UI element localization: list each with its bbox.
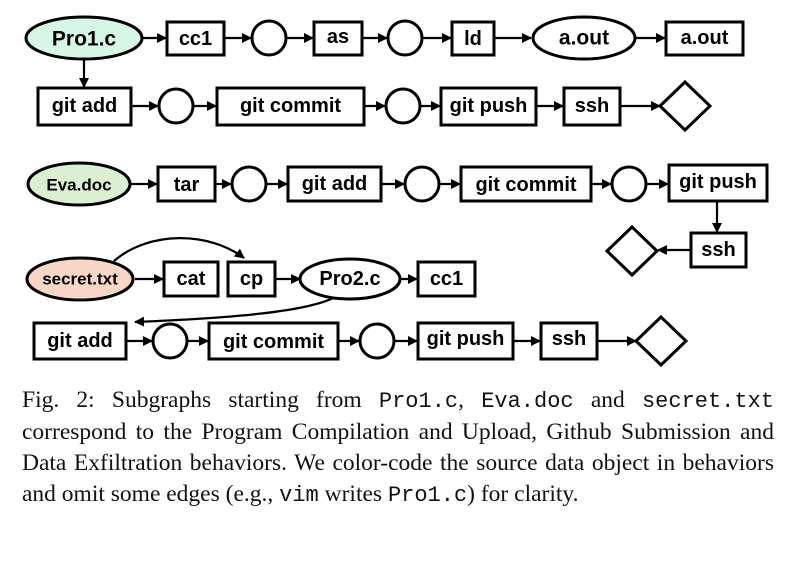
node-file-circle xyxy=(358,322,396,360)
node-cc1: cc1 xyxy=(416,260,477,298)
node-label: secret.txt xyxy=(42,270,118,289)
node-git-add: git add xyxy=(286,165,383,203)
node-file-circle xyxy=(230,165,268,203)
node-file-circle xyxy=(386,19,424,57)
node-label: ld xyxy=(464,28,482,50)
node-git-push: git push xyxy=(667,163,769,203)
node-cp: cp xyxy=(226,260,277,298)
node-git-commit: git commit xyxy=(459,165,593,203)
node-cat: cat xyxy=(162,260,220,298)
node-label: cc1 xyxy=(179,28,212,50)
node-label: Pro1.c xyxy=(52,28,117,51)
node-file-circle xyxy=(403,165,441,203)
node-evadoc: Eva.doc xyxy=(26,161,132,207)
node-label: a.out xyxy=(681,27,729,49)
caption-text: ) for clarity. xyxy=(467,481,579,507)
edges-row3 xyxy=(130,179,722,255)
node-label: Eva.doc xyxy=(46,176,111,195)
node-git-add: git add xyxy=(32,321,128,361)
node-as: as xyxy=(312,20,364,57)
node-ssh: ssh xyxy=(539,321,599,361)
node-file-circle xyxy=(151,322,189,360)
figure-caption: Fig. 2: Subgraphs starting from Pro1.c, … xyxy=(22,385,774,511)
node-label: git commit xyxy=(223,331,324,353)
node-ssh: ssh xyxy=(689,231,748,269)
node-git-push: git push xyxy=(416,321,515,361)
caption-code: secret.txt xyxy=(641,389,774,414)
caption-code: Pro1.c xyxy=(387,483,468,508)
node-label: cat xyxy=(177,268,206,290)
node-tar: tar xyxy=(156,165,217,203)
node-socket-diamond xyxy=(657,79,713,133)
caption-text: writes xyxy=(318,481,388,507)
node-label: git add xyxy=(47,330,113,352)
node-label: git push xyxy=(450,95,528,117)
node-git-add: git add xyxy=(36,86,133,127)
node-ld: ld xyxy=(450,20,496,57)
node-label: git push xyxy=(679,171,757,193)
caption-text: correspond to the Program Compilation an… xyxy=(22,419,774,507)
provenance-diagram: Pro1.c cc1 as ld a.out a.out git add git… xyxy=(24,15,769,368)
node-file-circle xyxy=(157,87,195,125)
edges-row1 xyxy=(79,33,666,88)
node-file-circle xyxy=(250,19,288,57)
node-aout-file: a.out xyxy=(531,15,637,61)
node-label: cc1 xyxy=(430,268,463,290)
node-label: ssh xyxy=(575,95,609,117)
caption-code: Eva.doc xyxy=(481,389,574,414)
node-label: git push xyxy=(427,328,505,350)
caption-code: Pro1.c xyxy=(378,389,459,414)
node-label: ssh xyxy=(701,239,735,261)
node-label: git add xyxy=(302,173,368,195)
node-aout-process: a.out xyxy=(664,20,745,57)
caption-text: Fig. 2: Subgraphs starting from xyxy=(22,387,379,413)
caption-code: vim xyxy=(279,483,319,508)
node-pro2c: Pro2.c xyxy=(298,257,402,301)
node-label: git commit xyxy=(240,95,341,117)
node-label: a.out xyxy=(559,27,609,50)
node-socket-diamond xyxy=(604,224,660,278)
node-file-circle xyxy=(384,87,422,125)
node-label: git commit xyxy=(475,174,576,196)
node-socket-diamond xyxy=(633,314,689,368)
node-label: git add xyxy=(52,95,118,117)
caption-text: , xyxy=(458,387,482,413)
node-label: cp xyxy=(240,268,263,290)
node-git-commit: git commit xyxy=(215,86,366,127)
node-label: as xyxy=(327,26,349,48)
node-git-commit: git commit xyxy=(207,321,340,361)
node-file-circle xyxy=(610,165,648,203)
node-git-push: git push xyxy=(439,86,538,127)
node-cc1: cc1 xyxy=(165,20,226,57)
node-label: tar xyxy=(174,174,200,196)
node-label: Pro2.c xyxy=(319,268,380,290)
node-pro1c: Pro1.c xyxy=(24,15,144,61)
node-secrettxt: secret.txt xyxy=(25,256,135,302)
node-ssh: ssh xyxy=(562,86,622,127)
node-label: ssh xyxy=(552,328,586,350)
caption-text: and xyxy=(573,387,642,413)
